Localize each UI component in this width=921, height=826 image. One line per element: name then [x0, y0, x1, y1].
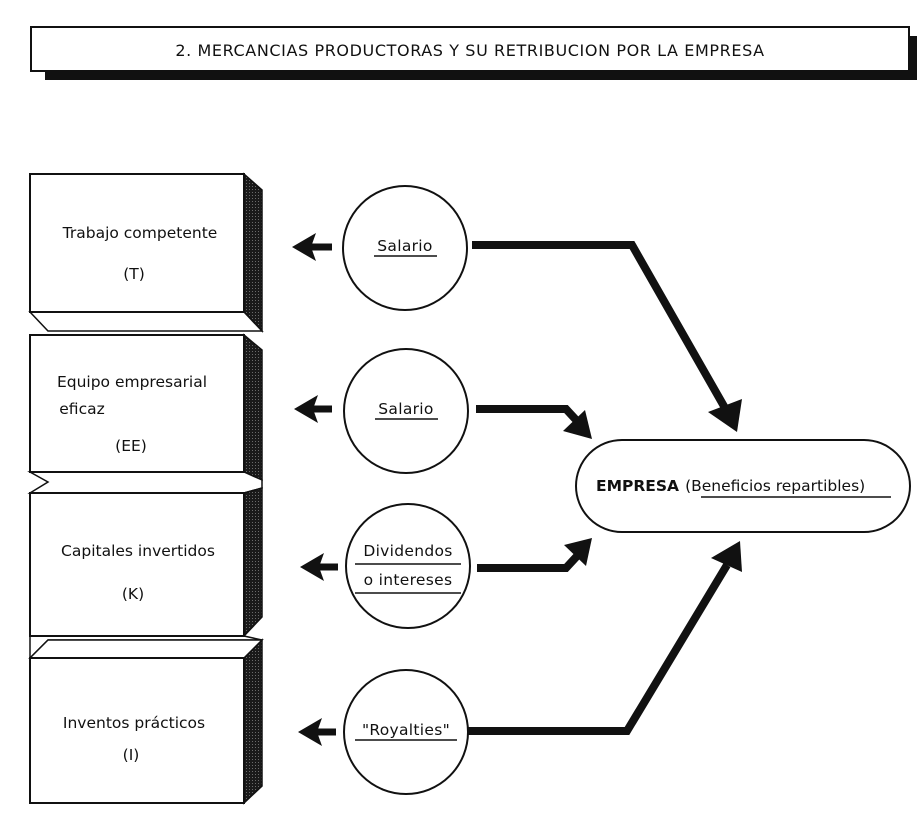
retribution-circle-wage-labor: Salario — [342, 185, 468, 311]
flow-arrow-inventions — [468, 541, 742, 735]
box-code-management: (EE) — [115, 437, 147, 455]
box-code-inventions: (I) — [123, 746, 140, 764]
empresa-name: EMPRESA — [596, 477, 679, 495]
retribution-circle-royalties: "Royalties" — [343, 669, 469, 795]
flow-arrow-management — [476, 405, 592, 439]
empresa-text-line: EMPRESA (Beneficios repartibles) — [596, 477, 865, 495]
arrow-head-left-icon — [298, 718, 322, 746]
box-face-inventions — [29, 657, 245, 804]
box-side-labor — [243, 172, 263, 333]
box-label-inventions: Inventos prácticos — [63, 714, 205, 732]
payment-arrow-3 — [300, 553, 338, 581]
box-face-capital — [29, 492, 245, 637]
diagram-title: 2. MERCANCIAS PRODUCTORAS Y SU RETRIBUCI… — [175, 41, 764, 60]
arrow-head-down-icon — [708, 399, 742, 432]
box-side-management — [243, 333, 263, 482]
empresa-node: EMPRESA (Beneficios repartibles) — [575, 439, 911, 533]
box-label-labor: Trabajo competente — [62, 224, 218, 242]
circle-label-dividends-1: Dividendos — [363, 542, 452, 560]
factor-box-labor: Trabajo competente (T) — [28, 172, 264, 333]
empresa-paren-close: ) — [859, 477, 865, 495]
arrow-head-left-icon — [292, 233, 316, 261]
arrow-head-down-right-icon — [563, 410, 592, 439]
arrow-head-up-icon — [711, 541, 742, 572]
circle-label-wage-1: Salario — [377, 237, 432, 255]
box-code-labor: (T) — [123, 265, 145, 283]
retribution-circle-wage-management: Salario — [343, 348, 469, 474]
factor-box-capital: Capitales invertidos (K) — [29, 487, 263, 660]
factor-stack: Trabajo competente (T) Equipo empresaria… — [27, 172, 264, 805]
arrow-head-up-right-icon — [564, 538, 592, 566]
box-top-inventions — [28, 639, 264, 659]
circle-label-dividends-2: o intereses — [364, 571, 453, 589]
box-code-capital: (K) — [122, 585, 144, 603]
retribution-circles: Salario Salario Dividendos o intereses "… — [342, 185, 471, 795]
payment-arrow-1 — [292, 233, 332, 261]
box-side-capital — [243, 487, 263, 638]
box-label-capital: Capitales invertidos — [61, 542, 215, 560]
flow-arrow-capital — [477, 538, 592, 572]
payment-arrow-4 — [298, 718, 336, 746]
box-label-management-1: Equipo empresarial — [57, 373, 207, 391]
box-label-management-2: eficaz — [59, 400, 104, 418]
retribution-circle-dividends: Dividendos o intereses — [345, 503, 471, 629]
empresa-detail: Beneficios repartibles — [691, 477, 859, 495]
payment-arrow-2 — [294, 395, 332, 423]
box-bottom-labor — [28, 311, 264, 332]
flow-arrows — [468, 241, 742, 735]
empresa-pill — [575, 439, 911, 533]
box-face-labor — [29, 173, 245, 313]
box-face-management — [29, 334, 245, 473]
title-banner: 2. MERCANCIAS PRODUCTORAS Y SU RETRIBUCI… — [30, 26, 917, 80]
title-banner-frame — [30, 26, 910, 72]
arrow-head-left-icon — [294, 395, 318, 423]
factor-box-management: Equipo empresarial eficaz (EE) — [27, 333, 263, 494]
circle-label-royalties: "Royalties" — [362, 721, 450, 739]
factor-box-inventions: Inventos prácticos (I) — [28, 638, 264, 805]
box-side-inventions — [243, 638, 263, 805]
arrow-head-left-icon — [300, 553, 324, 581]
circle-label-wage-2: Salario — [378, 400, 433, 418]
payment-arrows — [292, 233, 338, 746]
box-connector-management — [27, 471, 263, 494]
flow-arrow-labor — [472, 241, 742, 432]
empresa-paren-open: ( — [685, 477, 691, 495]
